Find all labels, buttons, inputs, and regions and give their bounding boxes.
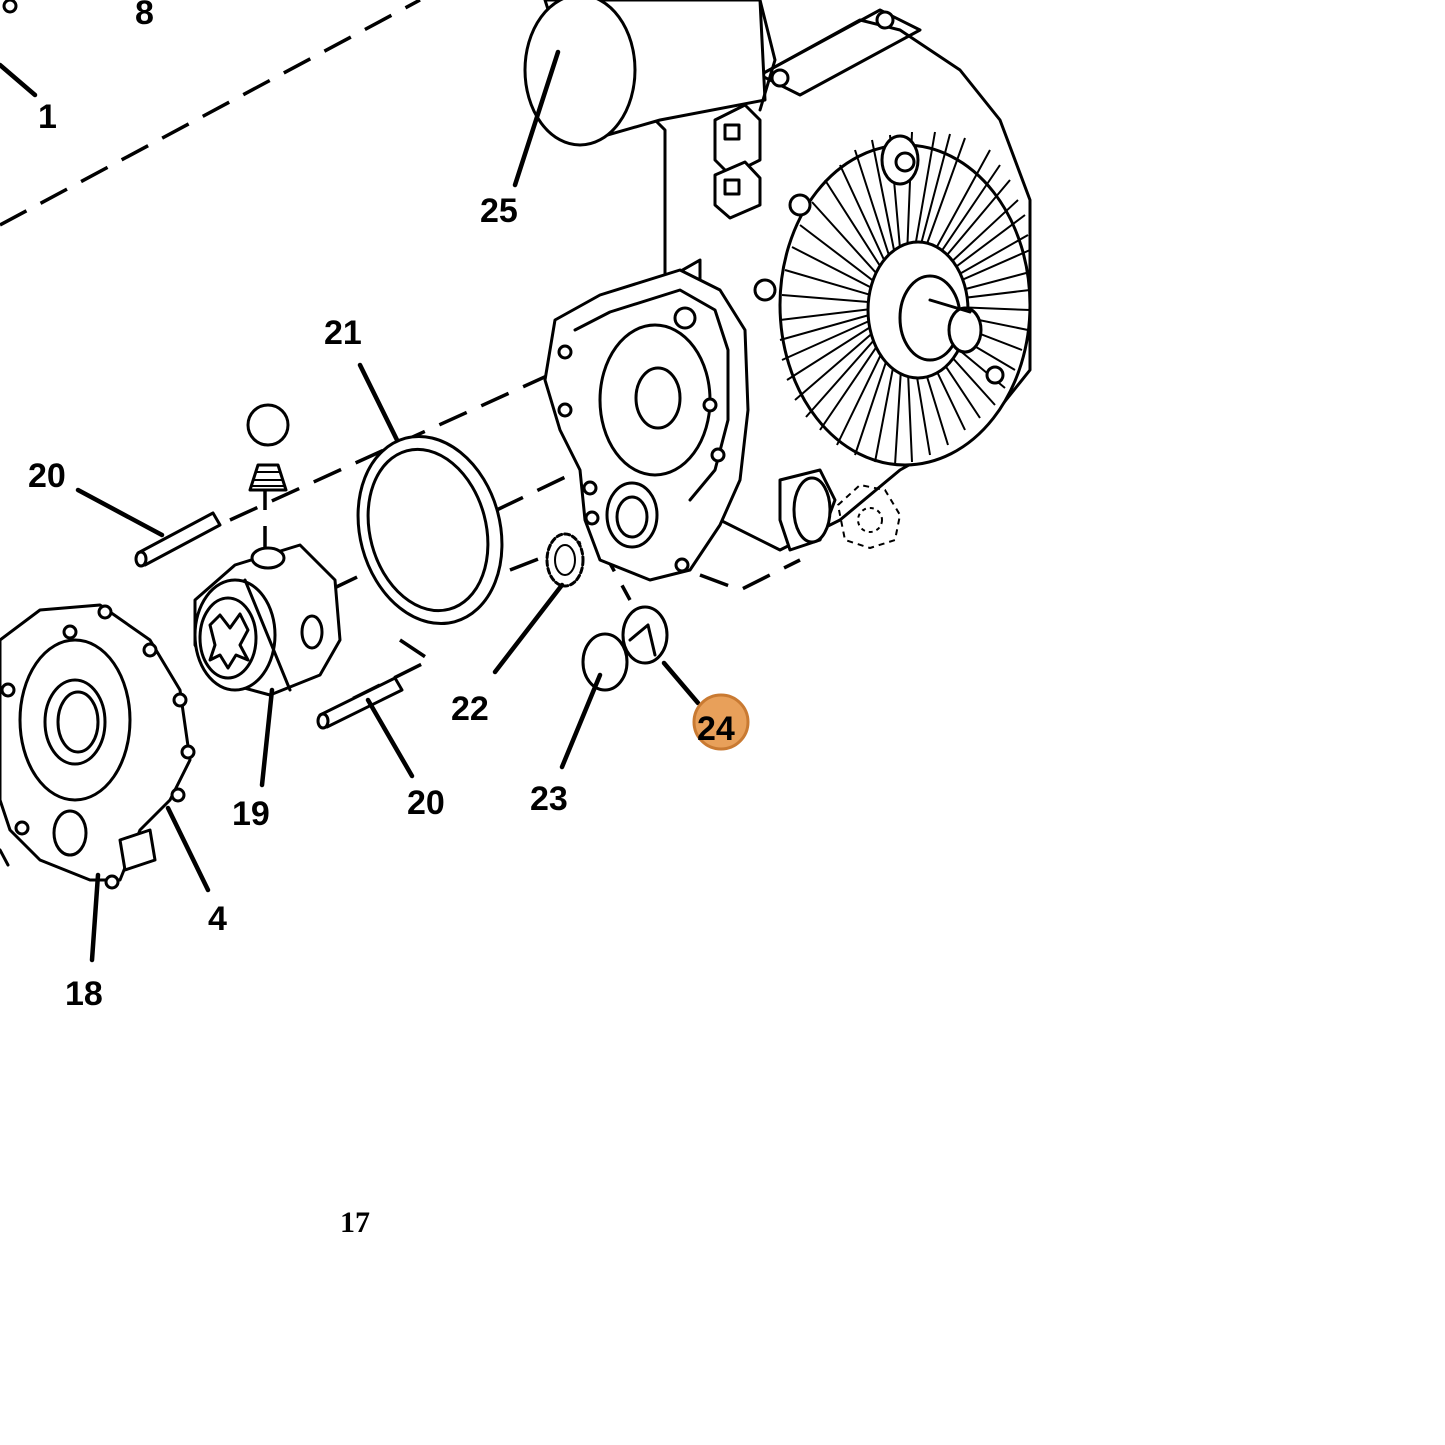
callout-25: 25: [480, 192, 518, 230]
part-snap-ring: [545, 532, 585, 588]
highlight-marker: [692, 693, 750, 751]
leader-lines: [0, 0, 701, 963]
part-check-valve: [246, 403, 290, 492]
callout-20-upper: 20: [28, 457, 66, 495]
page-number: 17: [340, 1206, 370, 1239]
callout-23: 23: [530, 780, 568, 818]
callout-19: 19: [232, 795, 270, 833]
part-plugs: [581, 605, 669, 692]
cooling-fan: [778, 131, 1032, 467]
callout-24: 24: [697, 710, 735, 748]
part-dowel-pins: [134, 511, 404, 730]
callout-8: 8: [135, 0, 154, 32]
callout-labels: 8 1 25 21 20 22 20 19 23 24 4 18: [28, 0, 750, 1013]
callout-1: 1: [38, 98, 57, 136]
transmission-housing: [543, 8, 1032, 582]
callout-24-highlighted[interactable]: 24: [692, 693, 750, 751]
callout-20-lower: 20: [407, 784, 445, 822]
part-oil-filter: [523, 0, 777, 147]
part-o-ring: [356, 434, 504, 626]
part-end-cap: [0, 603, 196, 890]
callout-4: 4: [208, 900, 227, 938]
callout-18: 18: [65, 975, 103, 1013]
callout-21: 21: [324, 314, 362, 352]
part-charge-pump: [193, 543, 342, 697]
callout-22: 22: [451, 690, 489, 728]
